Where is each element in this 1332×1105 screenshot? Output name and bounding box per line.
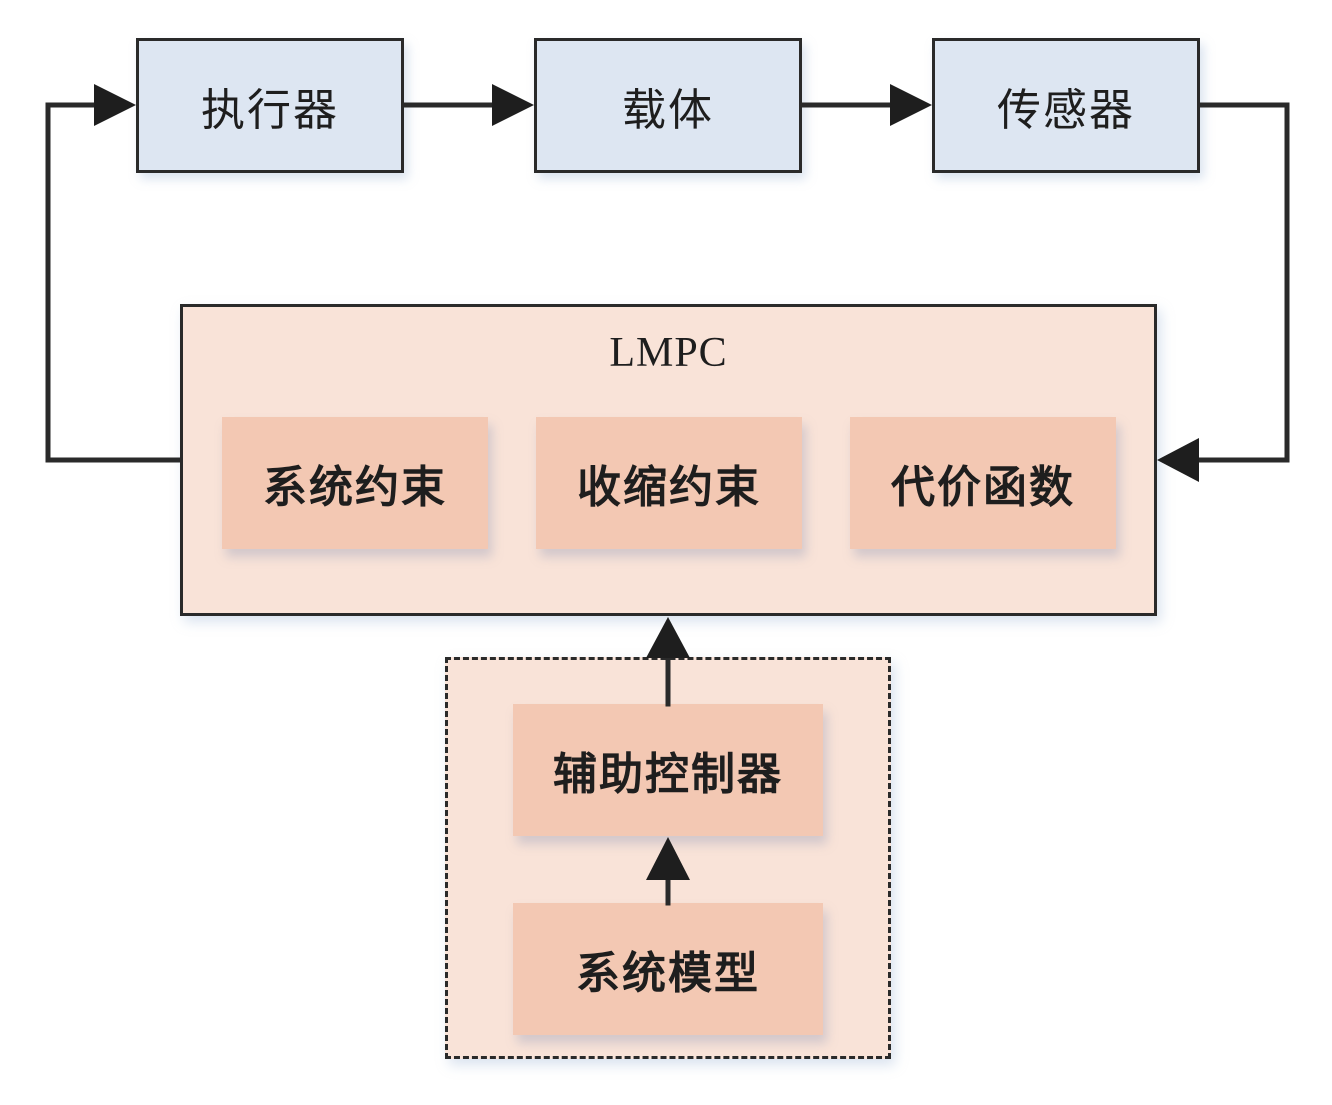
actuator-block: 执行器 (136, 38, 404, 173)
arrowhead-to-sensor (890, 84, 932, 126)
arrowhead-aux-to-lmpc (646, 617, 690, 658)
actuator-label: 执行器 (201, 84, 339, 136)
sensor-label: 传感器 (997, 84, 1135, 136)
system-constraints-block: 系统约束 (222, 417, 488, 549)
wire-sensor-lmpc (1195, 102, 1290, 463)
contraction-constraints-block: 收缩约束 (536, 417, 802, 549)
auxiliary-controller-block: 辅助控制器 (513, 704, 823, 836)
arrowhead-to-lmpc (1157, 438, 1199, 482)
arrowhead-to-actuator (94, 84, 136, 126)
lmpc-title: LMPC (609, 330, 728, 376)
sensor-block: 传感器 (932, 38, 1200, 173)
arrowhead-to-carrier (492, 84, 534, 126)
lmpc-block: LMPC 系统约束 收缩约束 代价函数 (180, 304, 1157, 616)
carrier-block: 载体 (534, 38, 802, 173)
system-model-label: 系统模型 (576, 948, 760, 999)
system-model-block: 系统模型 (513, 903, 823, 1035)
cost-function-block: 代价函数 (850, 417, 1116, 549)
carrier-label: 载体 (622, 84, 714, 136)
system-constraints-label: 系统约束 (263, 462, 447, 513)
auxiliary-controller-label: 辅助控制器 (553, 749, 783, 800)
cost-function-label: 代价函数 (891, 462, 1075, 513)
contraction-constraints-label: 收缩约束 (577, 462, 761, 513)
